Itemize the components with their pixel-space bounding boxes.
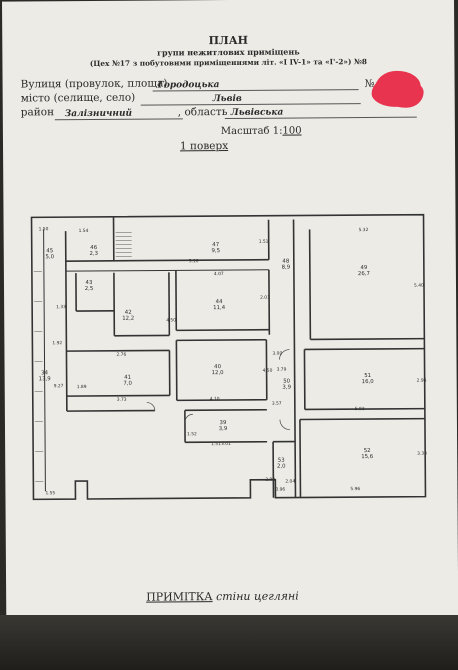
dimension-value: 5.32	[358, 228, 369, 234]
room-area: 5,0	[45, 254, 55, 261]
dimension-value: 2.76	[116, 352, 127, 358]
dimension-labels: 1.50 1.54 1.51 5.32 5.40 5.10 4.07 1.33 4.50 2.01…	[2, 0, 454, 496]
dimension-value: 2.01	[260, 295, 270, 301]
redaction-mark	[374, 70, 421, 105]
document-sheet: ПЛАН групи нежитлових приміщень (Цех №17…	[2, 0, 458, 630]
room-area: 12,2	[122, 315, 135, 322]
room-area: 3,9	[282, 384, 292, 391]
street-label: Вулиця (провулок, площа)	[20, 77, 168, 91]
dimension-value: 5.93	[354, 407, 365, 413]
dimension-value: 3.01	[221, 441, 231, 448]
note: ПРИМІТКА стіни цегляні	[146, 590, 299, 604]
room-area: 2,3	[89, 250, 99, 257]
dimension-value: 3.79	[276, 367, 287, 373]
room-area: 3,9	[218, 426, 228, 433]
dimension-value: 5.40	[413, 283, 424, 289]
room-area: 12,0	[211, 370, 224, 377]
dimension-value: 1.50	[38, 227, 49, 233]
city-value: Львів	[212, 93, 242, 105]
region-value: Львівська	[230, 107, 284, 118]
room-area: 7,0	[123, 380, 132, 387]
scale-label: Масштаб 1:100	[220, 125, 302, 138]
city-label: місто (селище, село)	[20, 91, 136, 105]
note-label: ПРИМІТКА	[146, 590, 213, 604]
room-area: 8,9	[281, 264, 291, 271]
room-area: 16,0	[361, 378, 374, 386]
region-label: , область	[177, 106, 228, 119]
note-text: стіни цегляні	[216, 589, 299, 604]
dimension-value: 1.51	[211, 442, 221, 448]
room-area: 2,0	[276, 463, 286, 470]
dimension-value: 2.04	[285, 479, 296, 485]
room-area: 13,9	[38, 376, 51, 383]
dimension-value: 1.92	[52, 341, 63, 347]
floor-plan	[30, 213, 427, 501]
room-area: 11,4	[213, 305, 226, 312]
district-label: район	[20, 106, 55, 119]
dimension-value: 5.10	[188, 259, 199, 265]
dimension-value: 3.57	[271, 401, 282, 407]
dimension-value: 1.55	[45, 491, 56, 497]
dimension-value: 5.96	[350, 487, 361, 493]
dimension-value: 1.33	[56, 305, 66, 311]
dimension-value: 9.27	[53, 384, 64, 390]
dimension-value: 1.51	[258, 239, 269, 245]
plan-subtitle-building: (Цех №17 з побутовими приміщеннями літ. …	[89, 57, 368, 68]
dimension-value: 4.50	[166, 318, 177, 324]
dimension-value: 1.89	[76, 384, 87, 391]
dimension-value: 1.54	[78, 228, 89, 235]
room-area: 26,7	[357, 271, 370, 278]
dimension-value: 4.50	[262, 368, 273, 374]
room-area: 15,6	[361, 453, 374, 461]
dimension-value: 4.07	[213, 272, 224, 278]
floor-label: 1 поверх	[179, 140, 229, 153]
dimension-value: 3.73	[116, 397, 127, 403]
district-value: Залізничний	[64, 108, 133, 120]
dimension-value: 3.00	[272, 351, 283, 357]
dimension-value: 0.96	[275, 487, 286, 493]
street-value: Городоцька	[157, 80, 220, 91]
city-line	[140, 103, 361, 106]
dimension-value: 2.00	[265, 477, 276, 483]
dimension-value: 3.33	[417, 451, 427, 457]
room-area: 9,5	[211, 248, 221, 255]
dimension-value: 1.52	[187, 432, 197, 438]
number-label: №	[364, 77, 375, 91]
dimension-value: 4.10	[209, 397, 220, 403]
dimension-value: 2.96	[416, 378, 427, 384]
desk-surface	[0, 615, 458, 670]
room-area: 2,5	[84, 285, 94, 293]
